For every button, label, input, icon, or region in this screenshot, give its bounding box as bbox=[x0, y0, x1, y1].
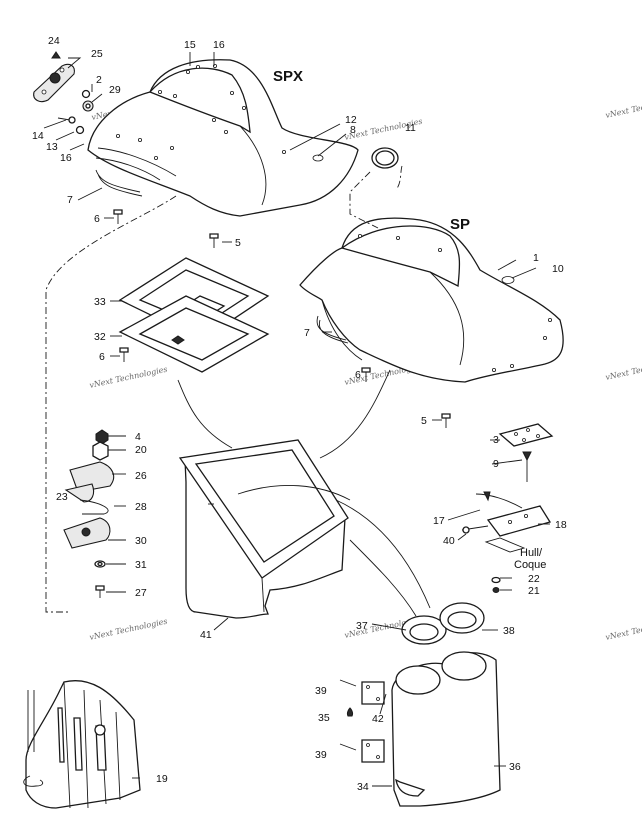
callout-39b: 39 bbox=[315, 749, 327, 761]
callout-21: 21 bbox=[528, 585, 540, 597]
callout-8: 8 bbox=[350, 124, 356, 136]
coque-label: Coque bbox=[514, 559, 546, 571]
storage-bin bbox=[178, 439, 349, 619]
hull-label: Hull/ bbox=[520, 547, 543, 559]
callout-1: 1 bbox=[533, 252, 539, 264]
callout-18: 18 bbox=[555, 519, 567, 531]
callout-4: 4 bbox=[135, 431, 141, 443]
watermark-8: vNext Technologies bbox=[605, 357, 642, 382]
callout-40: 40 bbox=[443, 535, 455, 547]
callout-17: 17 bbox=[433, 515, 445, 527]
watermark-7: vNext Technologies bbox=[605, 95, 642, 120]
callout-27: 27 bbox=[135, 587, 147, 599]
clamp-ring bbox=[371, 147, 399, 169]
callout-38: 38 bbox=[503, 625, 515, 637]
callout-14: 14 bbox=[32, 130, 44, 142]
callout-10: 10 bbox=[552, 263, 564, 275]
callout-5: 5 bbox=[235, 237, 241, 249]
callout-42: 42 bbox=[372, 713, 384, 725]
callout-6c: 6 bbox=[355, 369, 361, 381]
model-label-sp: SP bbox=[450, 216, 470, 233]
callout-6: 6 bbox=[94, 213, 100, 225]
callout-31: 31 bbox=[135, 559, 147, 571]
callout-19: 19 bbox=[156, 773, 168, 785]
callout-22: 22 bbox=[528, 573, 540, 585]
callout-12: 12 bbox=[345, 114, 357, 126]
callout-leaders bbox=[43, 52, 550, 787]
spx-tube bbox=[95, 169, 143, 197]
callout-30: 30 bbox=[135, 535, 147, 547]
callout-33: 33 bbox=[94, 296, 106, 308]
callout-6b: 6 bbox=[99, 351, 105, 363]
watermark-3: vNext Technologies bbox=[89, 365, 169, 390]
callout-34: 34 bbox=[357, 781, 369, 793]
callout-25: 25 bbox=[91, 48, 103, 60]
sp-tube bbox=[316, 315, 349, 344]
callout-26: 26 bbox=[135, 470, 147, 482]
lid-frame-32 bbox=[118, 295, 270, 373]
callout-28: 28 bbox=[135, 501, 147, 513]
callout-29: 29 bbox=[109, 84, 121, 96]
cup-holder bbox=[339, 602, 501, 807]
callout-37: 37 bbox=[356, 620, 368, 632]
callout-16: 16 bbox=[213, 39, 225, 51]
model-label-spx: SPX bbox=[273, 68, 303, 85]
callout-35: 35 bbox=[318, 712, 330, 724]
fasteners bbox=[113, 209, 451, 428]
callout-16b: 16 bbox=[60, 152, 72, 164]
callout-7: 7 bbox=[67, 194, 73, 206]
callout-5b: 5 bbox=[421, 415, 427, 427]
tool-kit bbox=[23, 680, 141, 809]
latch-assembly bbox=[33, 51, 94, 135]
callout-13: 13 bbox=[46, 141, 58, 153]
callout-23: 23 bbox=[56, 491, 68, 503]
callout-3: 3 bbox=[493, 434, 499, 446]
callout-41: 41 bbox=[200, 629, 212, 641]
callout-7b: 7 bbox=[304, 327, 310, 339]
callout-24: 24 bbox=[48, 35, 60, 47]
sp-front-cover bbox=[299, 217, 564, 383]
callout-36: 36 bbox=[509, 761, 521, 773]
latch-stack bbox=[63, 429, 115, 598]
callout-20: 20 bbox=[135, 444, 147, 456]
watermark-5: vNext Technologies bbox=[89, 617, 169, 642]
callout-numbers: 1 2 3 4 5 5 6 6 6 7 7 8 9 10 11 12 13 14… bbox=[32, 35, 567, 793]
callout-39: 39 bbox=[315, 685, 327, 697]
watermark-9: vNext Technologies bbox=[605, 617, 642, 642]
callout-32: 32 bbox=[94, 331, 106, 343]
spx-front-cover bbox=[87, 59, 359, 217]
sp-hardware bbox=[461, 423, 554, 593]
callout-15: 15 bbox=[184, 39, 196, 51]
callout-11: 11 bbox=[405, 122, 416, 134]
assembly-lines bbox=[45, 165, 431, 617]
callout-9: 9 bbox=[493, 458, 499, 470]
callout-2: 2 bbox=[96, 74, 102, 86]
